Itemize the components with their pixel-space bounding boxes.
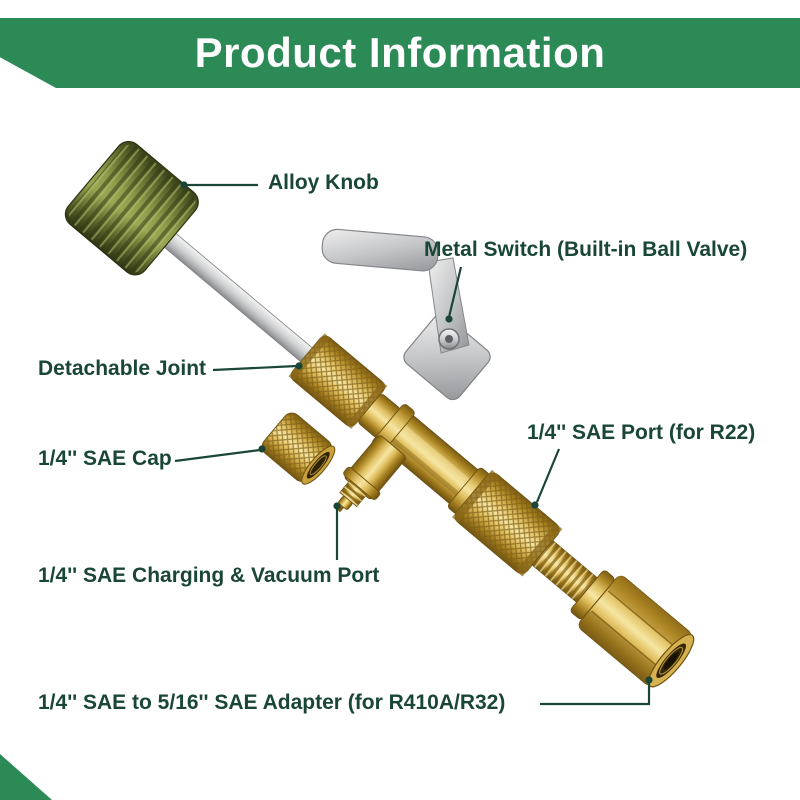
part-label-charging-vacuum-port: 1/4'' SAE Charging & Vacuum Port — [38, 564, 380, 587]
part-label-detachable-joint: Detachable Joint — [38, 357, 207, 380]
sae-adapter — [570, 570, 695, 688]
page-title: Product Information — [194, 29, 606, 76]
part-label-metal-switch: Metal Switch (Built-in Ball Valve) — [424, 238, 748, 261]
part-label-adapter-r410a-r32: 1/4'' SAE to 5/16'' SAE Adapter (for R41… — [38, 691, 506, 714]
leader-sae-port-r22 — [535, 448, 561, 503]
part-label-sae-cap: 1/4'' SAE Cap — [38, 447, 172, 470]
leader-sae-cap — [174, 448, 261, 463]
valve-body — [372, 404, 490, 515]
leader-lines — [174, 183, 651, 706]
part-label-sae-port-r22: 1/4'' SAE Port (for R22) — [527, 421, 756, 444]
leader-dots — [180, 181, 653, 684]
detachable-joint — [288, 333, 388, 429]
charging-vacuum-port — [337, 435, 406, 513]
header-banner: Product Information — [0, 18, 800, 88]
part-label-alloy-knob: Alloy Knob — [268, 171, 379, 194]
leader-adapter — [540, 683, 651, 706]
sae-cap — [261, 412, 336, 485]
metal-switch — [321, 228, 491, 401]
alloy-knob — [64, 140, 199, 276]
knob-stem — [156, 227, 326, 373]
leader-detachable-joint — [212, 364, 298, 372]
tool-assembly — [64, 140, 695, 706]
leader-metal-switch — [447, 266, 463, 318]
sae-port-r22 — [452, 469, 563, 577]
